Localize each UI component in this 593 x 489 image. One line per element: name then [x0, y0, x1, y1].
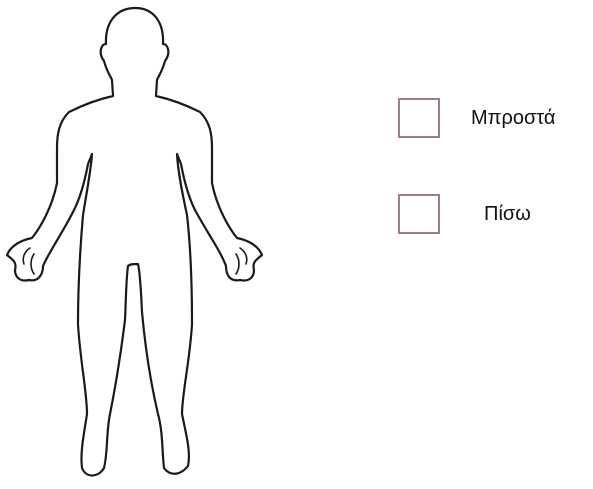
human-body-outline-icon — [0, 0, 270, 489]
back-label: Πίσω — [484, 204, 531, 224]
front-checkbox[interactable] — [398, 98, 440, 138]
back-checkbox[interactable] — [398, 194, 440, 234]
option-front[interactable]: Μπροστά — [398, 98, 555, 138]
option-back[interactable]: Πίσω — [398, 194, 531, 234]
front-label: Μπροστά — [471, 108, 555, 128]
